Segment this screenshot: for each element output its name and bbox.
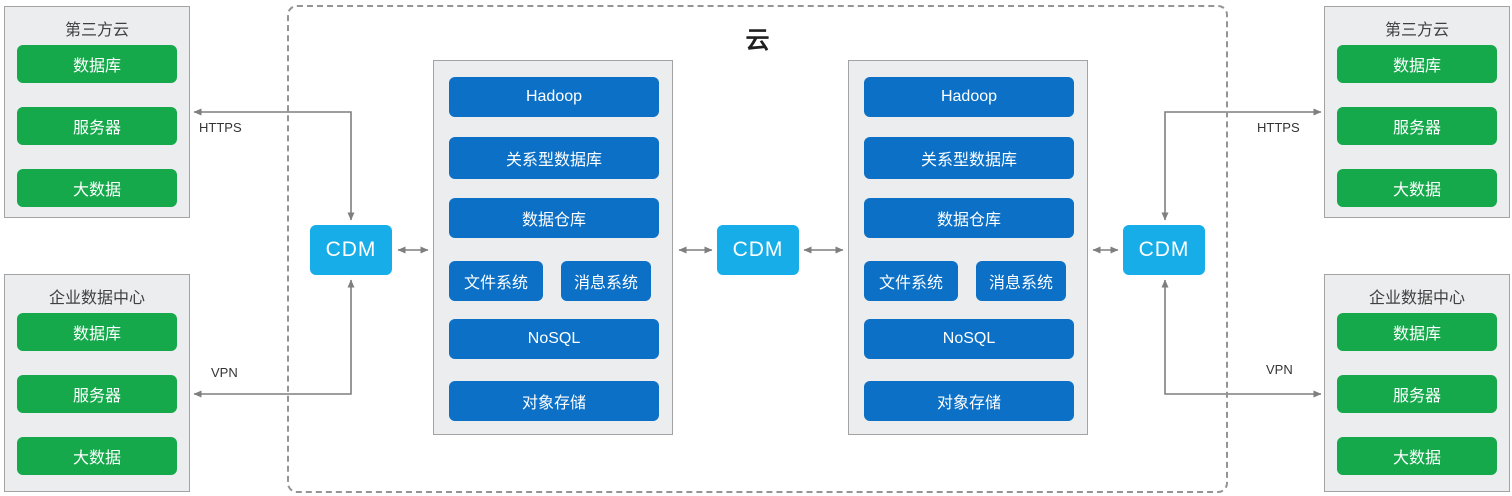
vpn-label-left: VPN	[211, 365, 238, 380]
service-data-warehouse: 数据仓库	[449, 198, 659, 238]
service-relational-db: 关系型数据库	[449, 137, 659, 179]
box-title: 第三方云	[1384, 22, 1449, 39]
cdm-node-left: CDM	[310, 225, 392, 275]
https-label-left: HTTPS	[199, 120, 242, 135]
cloud-service-cluster-left: Hadoop 关系型数据库 数据仓库 文件系统 消息系统 NoSQL 对象存储	[433, 60, 673, 435]
node-bigdata: 大数据	[17, 437, 177, 475]
service-file-system: 文件系统	[449, 261, 543, 301]
service-hadoop: Hadoop	[864, 77, 1074, 117]
third-party-cloud-box-right: 第三方云 数据库 服务器 大数据	[1324, 6, 1510, 218]
box-title: 第三方云	[64, 22, 129, 39]
node-server: 服务器	[1337, 107, 1497, 145]
node-database: 数据库	[1337, 45, 1497, 83]
service-data-warehouse: 数据仓库	[864, 198, 1074, 238]
node-bigdata: 大数据	[17, 169, 177, 207]
service-file-system: 文件系统	[864, 261, 958, 301]
service-hadoop: Hadoop	[449, 77, 659, 117]
node-server: 服务器	[17, 107, 177, 145]
node-bigdata: 大数据	[1337, 169, 1497, 207]
node-database: 数据库	[17, 45, 177, 83]
service-message-system: 消息系统	[561, 261, 651, 301]
node-server: 服务器	[1337, 375, 1497, 413]
cdm-node-center: CDM	[717, 225, 799, 275]
node-server: 服务器	[17, 375, 177, 413]
node-database: 数据库	[1337, 313, 1497, 351]
third-party-cloud-box-left: 第三方云 数据库 服务器 大数据	[4, 6, 190, 218]
service-nosql: NoSQL	[449, 319, 659, 359]
node-database: 数据库	[17, 313, 177, 351]
enterprise-dc-box-right: 企业数据中心 数据库 服务器 大数据	[1324, 274, 1510, 492]
box-title: 企业数据中心	[1368, 290, 1465, 307]
cloud-service-cluster-right: Hadoop 关系型数据库 数据仓库 文件系统 消息系统 NoSQL 对象存储	[848, 60, 1088, 435]
node-bigdata: 大数据	[1337, 437, 1497, 475]
https-label-right: HTTPS	[1257, 120, 1300, 135]
cdm-node-right: CDM	[1123, 225, 1205, 275]
enterprise-dc-box-left: 企业数据中心 数据库 服务器 大数据	[4, 274, 190, 492]
service-object-storage: 对象存储	[449, 381, 659, 421]
service-relational-db: 关系型数据库	[864, 137, 1074, 179]
service-message-system: 消息系统	[976, 261, 1066, 301]
vpn-label-right: VPN	[1266, 362, 1293, 377]
cloud-title: 云	[745, 27, 770, 54]
box-title: 企业数据中心	[48, 290, 145, 307]
service-object-storage: 对象存储	[864, 381, 1074, 421]
service-nosql: NoSQL	[864, 319, 1074, 359]
cloud-region	[287, 5, 1228, 493]
